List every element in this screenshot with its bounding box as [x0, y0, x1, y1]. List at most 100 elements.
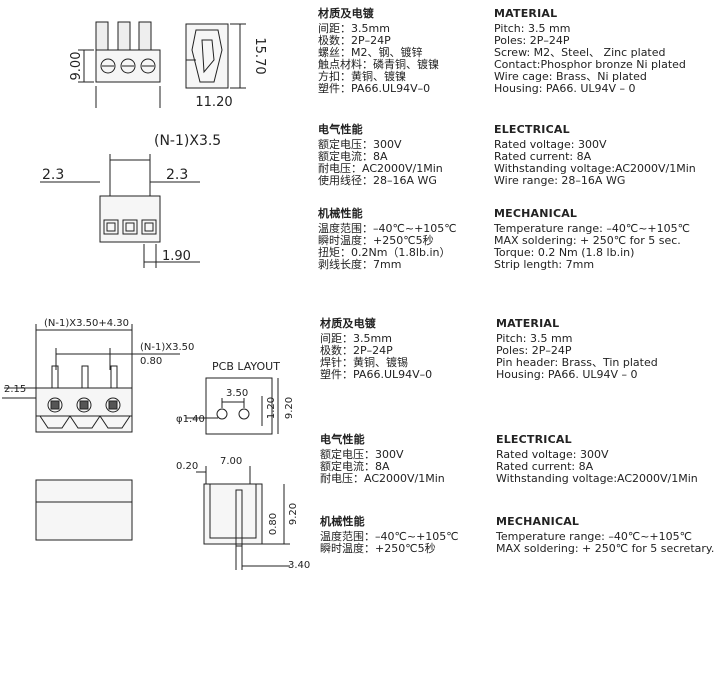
side-dim-0-80: 0.80	[268, 513, 279, 535]
spec-line: Withstanding voltage:AC2000V/1Min	[496, 472, 698, 485]
spec-line: 额定电流：8A	[320, 460, 390, 473]
pcb-layout	[186, 377, 279, 435]
spec-line: 螺丝：M2、钢、镀锌	[318, 46, 423, 59]
pcb-pitch-3-50: 3.50	[226, 388, 248, 399]
side-dim-3-40: 3.40	[288, 560, 310, 571]
spec-line: Pin header: Brass、Tin plated	[496, 356, 658, 369]
spec-line: MAX soldering: + 250℃ for 5 sec.	[494, 234, 681, 247]
pcb-hole-dia: φ1.40	[176, 414, 205, 425]
bottom-en-electrical: ELECTRICAL Rated voltage: 300V Rated cur…	[496, 434, 698, 485]
spec-line: 耐电压：AC2000V/1Min	[318, 162, 443, 175]
spec-line: Wire range: 28–16A WG	[494, 174, 626, 187]
spec-line: Rated voltage: 300V	[494, 138, 607, 151]
side-dim-0-20: 0.20	[176, 461, 198, 472]
spec-line: Pitch: 3.5 mm	[496, 332, 573, 345]
spec-line: Pitch: 3.5 mm	[494, 22, 571, 35]
header-top-view	[35, 479, 133, 541]
spec-line: 塑件：PA66.UL94V–0	[320, 368, 433, 381]
dim-right-2-3: 2.3	[166, 167, 188, 183]
top-en-mechanical: MECHANICAL Temperature range: –40℃~+105℃…	[494, 208, 690, 271]
bottom-drawings: (N-1)X3.50+4.30 (N-1)X3.50 0.80 2.15 PCB…	[2, 318, 310, 571]
side-view-plug	[185, 23, 246, 89]
heading: 材质及电镀	[318, 7, 374, 20]
spec-line: 温度范围：–40℃~+105℃	[320, 530, 459, 543]
spec-line: Temperature range: –40℃~+105℃	[494, 222, 690, 235]
spec-line: 剥线长度：7mm	[318, 258, 402, 271]
heading: ELECTRICAL	[494, 123, 570, 136]
spec-line: Torque: 0.2 Nm (1.8 lb.in)	[494, 246, 635, 259]
top-cn-electrical: 电气性能 额定电压：300V 额定电流：8A 耐电压：AC2000V/1Min …	[318, 124, 443, 187]
heading: 机械性能	[318, 207, 363, 220]
bottom-en-mechanical: MECHANICAL Temperature range: –40℃~+105℃…	[496, 516, 714, 555]
top-en-material: MATERIAL Pitch: 3.5 mm Poles: 2P–24P Scr…	[494, 8, 686, 95]
dim-top-total: (N-1)X3.50+4.30	[44, 318, 129, 329]
spec-line: Temperature range: –40℃~+105℃	[496, 530, 692, 543]
spec-line: Housing: PA66. UL94V – 0	[494, 82, 636, 95]
bottom-view-plug	[40, 154, 200, 268]
spec-line: 方扣：黄铜、镀镍	[318, 70, 406, 83]
spec-line: Poles: 2P–24P	[496, 344, 572, 357]
heading: 电气性能	[318, 123, 363, 136]
heading: 材质及电镀	[320, 317, 376, 330]
header-side-view	[196, 466, 290, 570]
top-drawings: 9.00 11.20 15.70 (N-1)X3.5 2.3 2.3 1.90	[40, 21, 267, 268]
spec-line: 使用线径：28–16A WG	[318, 174, 437, 187]
dim-pitch: (N-1)X3.5	[154, 133, 221, 149]
bottom-cn-mechanical: 机械性能 温度范围：–40℃~+105℃ 瞬时温度：+250℃5秒	[320, 516, 459, 555]
front-view-plug	[78, 21, 161, 108]
heading: MECHANICAL	[496, 515, 580, 528]
dim-9-00: 9.00	[69, 52, 84, 81]
spec-line: 塑件：PA66.UL94V–0	[318, 82, 431, 95]
heading: 电气性能	[320, 433, 365, 446]
heading: MATERIAL	[494, 7, 558, 20]
spec-line: 额定电压：300V	[318, 138, 402, 151]
spec-line: 瞬时温度：+250℃5秒	[320, 542, 436, 555]
spec-line: Strip length: 7mm	[494, 258, 595, 271]
spec-line: Contact:Phosphor bronze Ni plated	[494, 58, 686, 71]
side-dim-9-20: 9.20	[288, 503, 299, 525]
spec-line: Screw: M2、Steel、 Zinc plated	[494, 46, 666, 59]
spec-line: 极数：2P–24P	[320, 344, 393, 357]
spec-line: 温度范围：–40℃~+105℃	[318, 222, 457, 235]
bottom-cn-electrical: 电气性能 额定电压：300V 额定电流：8A 耐电压：AC2000V/1Min	[320, 434, 445, 485]
spec-line: Withstanding voltage:AC2000V/1Min	[494, 162, 696, 175]
spec-line: Poles: 2P–24P	[494, 34, 570, 47]
spec-line: 触点材料：磷青铜、镀镍	[318, 58, 439, 71]
top-en-electrical: ELECTRICAL Rated voltage: 300V Rated cur…	[494, 124, 696, 187]
top-cn-material: 材质及电镀 间距：3.5mm 极数：2P–24P 螺丝：M2、钢、镀锌 触点材料…	[318, 8, 439, 95]
spec-line: 焊针：黄铜、镀锡	[320, 356, 408, 369]
spec-line: 间距：3.5mm	[320, 332, 392, 345]
top-cn-mechanical: 机械性能 温度范围：–40℃~+105℃ 瞬时温度：+250℃5秒 扭矩：0.2…	[318, 208, 457, 271]
spec-line: 扭矩：0.2Nm（1.8lb.in）	[318, 246, 451, 259]
spec-line: MAX soldering: + 250℃ for 5 secretary.	[496, 542, 714, 555]
spec-line: 极数：2P–24P	[318, 34, 391, 47]
spec-line: Rated current: 8A	[496, 460, 594, 473]
spec-line: 额定电压：300V	[320, 448, 404, 461]
heading: MATERIAL	[496, 317, 560, 330]
spec-line: Rated current: 8A	[494, 150, 592, 163]
heading: ELECTRICAL	[496, 433, 572, 446]
pcb-dim-9-20: 9.20	[284, 397, 295, 419]
bottom-en-material: MATERIAL Pitch: 3.5 mm Poles: 2P–24P Pin…	[496, 318, 658, 381]
spec-line: 耐电压：AC2000V/1Min	[320, 472, 445, 485]
dim-1-90: 1.90	[162, 249, 191, 264]
spec-line: Housing: PA66. UL94V – 0	[496, 368, 638, 381]
bottom-cn-material: 材质及电镀 间距：3.5mm 极数：2P–24P 焊针：黄铜、镀锡 塑件：PA6…	[320, 318, 432, 381]
spec-line: Rated voltage: 300V	[496, 448, 609, 461]
header-front-view	[2, 324, 180, 433]
spec-line: 额定电流：8A	[318, 150, 388, 163]
dim-11-20: 11.20	[195, 95, 232, 110]
pcb-layout-title: PCB LAYOUT	[212, 360, 280, 373]
spec-line: 间距：3.5mm	[318, 22, 390, 35]
dim-pin-0-80: 0.80	[140, 356, 162, 367]
spec-line: 瞬时温度：+250℃5秒	[318, 234, 434, 247]
dim-left-2-3: 2.3	[42, 167, 64, 183]
heading: MECHANICAL	[494, 207, 578, 220]
side-dim-7-00: 7.00	[220, 456, 242, 467]
dim-15-70: 15.70	[252, 37, 267, 74]
dim-pitch-bottom: (N-1)X3.50	[140, 342, 194, 353]
dim-2-15: 2.15	[4, 384, 26, 395]
spec-line: Wire cage: Brass、Ni plated	[494, 70, 647, 83]
heading: 机械性能	[320, 515, 365, 528]
